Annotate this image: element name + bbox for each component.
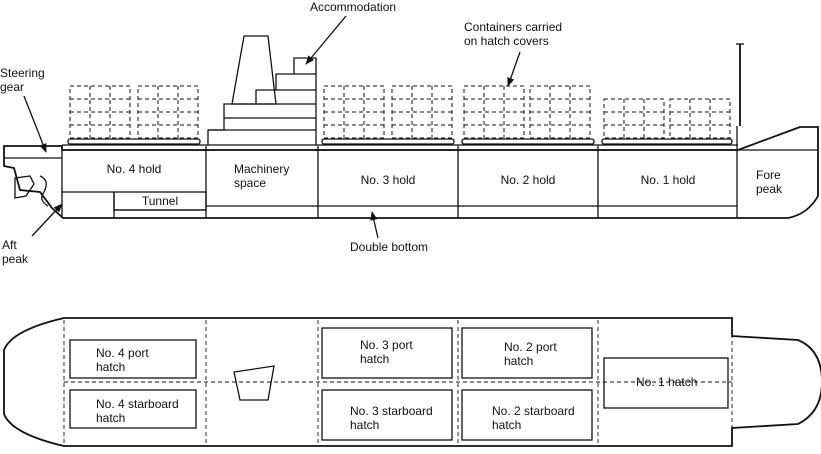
no1-hatch [603, 357, 729, 409]
no2-starboard-label: No. 2 starboard hatch [492, 404, 575, 432]
plan-hull-outline [3, 317, 821, 447]
double-bottom-leader [370, 211, 379, 239]
accommodation-label: Accommodation [310, 0, 397, 14]
plan-funnel [233, 365, 275, 401]
hold4-label: No. 4 hold [106, 162, 162, 176]
aft-peak-label: Aft peak [2, 238, 29, 266]
containers-label: Containers carried on hatch covers [464, 20, 563, 48]
no2-port-label: No. 2 port hatch [504, 340, 557, 368]
no4-starboard-hatch [69, 389, 197, 429]
propeller [39, 175, 49, 207]
hatch-covers [67, 138, 733, 145]
no4-port-hatch [69, 339, 197, 379]
ship-profile [3, 15, 819, 239]
containers-leader [507, 51, 521, 87]
no1-hatch-label: No. 1 hatch [636, 375, 698, 389]
tunnel-label: Tunnel [141, 194, 179, 208]
funnel [231, 35, 277, 105]
hold2-label: No. 2 hold [500, 173, 556, 187]
hold3-label: No. 3 hold [360, 173, 416, 187]
no3-starboard-hatch [321, 389, 453, 441]
steering-gear-leader [23, 95, 47, 153]
hold1-label: No. 1 hold [640, 173, 696, 187]
ship-plan [3, 317, 821, 447]
fore-peak-label: Fore peak [756, 168, 783, 196]
hull-outline [3, 126, 819, 219]
no3-port-label: No. 3 port hatch [360, 338, 413, 366]
no4-port-label: No. 4 port hatch [96, 346, 149, 374]
machinery-label: Machinery space [234, 162, 290, 190]
no4-starboard-label: No. 4 starboard hatch [96, 397, 179, 425]
no2-starboard-hatch [461, 389, 593, 441]
steering-gear-label: Steering gear [0, 66, 45, 94]
no3-port-hatch [321, 327, 453, 379]
accommodation-block [207, 57, 317, 145]
double-bottom-label: Double bottom [350, 240, 429, 254]
no3-starboard-label: No. 3 starboard hatch [350, 404, 433, 432]
accommodation-leader [305, 15, 347, 65]
aft-peak-leader [31, 203, 63, 237]
container-stacks [69, 85, 731, 139]
no2-port-hatch [461, 327, 593, 379]
rudder [14, 175, 35, 199]
